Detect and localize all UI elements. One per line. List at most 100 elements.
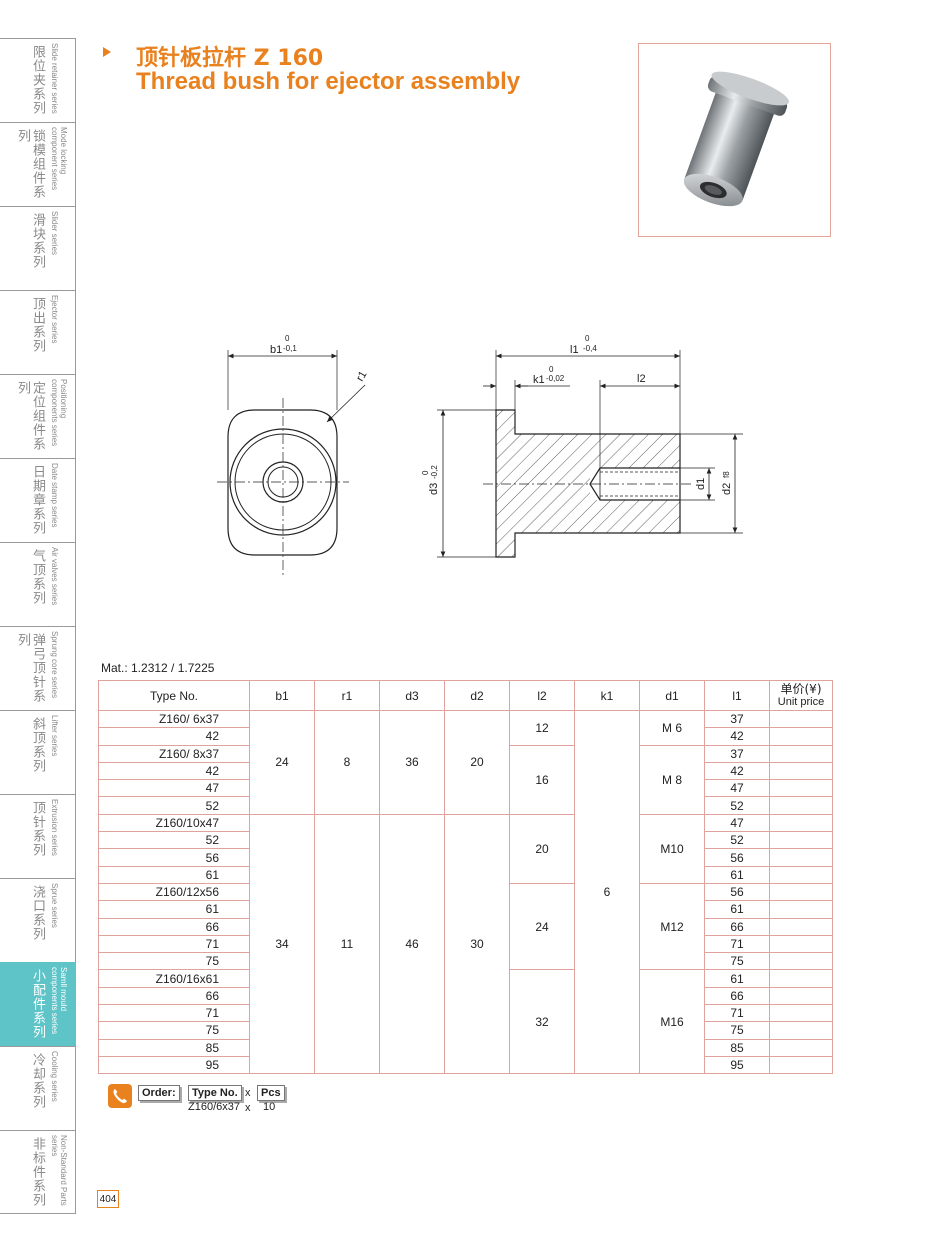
dim-b1-tol-bot: -0,1 <box>283 344 297 353</box>
cell-unit-price <box>769 882 833 902</box>
sidebar-item-label-en: Date stamp series <box>50 463 59 528</box>
cell-b1: 34 <box>249 813 315 1075</box>
cell-d3: 36 <box>379 710 445 815</box>
sidebar-item[interactable]: 浇口系列 Sprue series <box>0 878 76 962</box>
sidebar-item-label-cn: 滑块系列 <box>30 213 45 269</box>
phone-order-icon <box>108 1084 132 1108</box>
cell-l2: 20 <box>509 813 575 884</box>
cell-type: 75 <box>98 952 250 971</box>
cell-l2: 12 <box>509 710 575 746</box>
cell-l2: 32 <box>509 969 575 1075</box>
order-pcs-label: Pcs <box>257 1085 285 1101</box>
cell-d1: M 6 <box>639 710 705 746</box>
order-example-pcs: 10 <box>263 1101 276 1113</box>
sidebar-item-label-cn: 浇口系列 <box>30 885 45 941</box>
sidebar-item-label-en: Sprung core series <box>50 631 59 699</box>
cell-l1: 71 <box>704 1004 770 1023</box>
sidebar-item-label-cn: 冷却系列 <box>30 1053 45 1109</box>
cell-l1: 52 <box>704 831 770 850</box>
cell-type: Z160/ 8x37 <box>98 744 250 763</box>
cell-unit-price <box>769 1021 833 1040</box>
cell-unit-price <box>769 900 833 919</box>
thread-bush-image <box>683 71 789 207</box>
sidebar-item-label-cn: 非标件系列 <box>30 1137 45 1207</box>
sidebar-item-label-en: Sprue series <box>50 883 59 928</box>
cell-k1: 6 <box>574 709 640 1075</box>
cell-unit-price <box>769 1055 833 1075</box>
cell-type: 42 <box>98 761 250 781</box>
cell-l1: 56 <box>704 848 770 867</box>
material-label: Mat.: 1.2312 / 1.7225 <box>101 661 215 675</box>
cell-l1: 52 <box>704 796 770 815</box>
sidebar-item-label-en: Slider series <box>50 211 59 256</box>
cell-l1: 47 <box>704 813 770 833</box>
sidebar-item[interactable]: 非标件系列 Non-Standard Parts series <box>0 1130 76 1214</box>
dim-d3-tol-bot: -0,2 <box>430 465 439 479</box>
dim-b1: b1 <box>270 344 282 356</box>
cell-d2: 30 <box>444 813 510 1075</box>
sidebar-item-label-en: Mode locking component series <box>50 127 68 191</box>
cell-type: 66 <box>98 986 250 1006</box>
sidebar-item-label-cn: 顶针系列 <box>30 801 45 857</box>
header-d1: d1 <box>639 680 705 711</box>
cell-unit-price <box>769 934 833 954</box>
cell-r1: 8 <box>314 710 380 815</box>
cell-l1: 95 <box>704 1055 770 1075</box>
cell-type: Z160/ 6x37 <box>98 709 250 729</box>
header-price-en: Unit price <box>777 696 825 708</box>
cell-l1: 66 <box>704 917 770 936</box>
sidebar-item-label-en: Air valves series <box>50 547 59 606</box>
cell-unit-price <box>769 917 833 936</box>
cell-l1: 61 <box>704 969 770 988</box>
cell-b1: 24 <box>249 710 315 815</box>
cell-type: 75 <box>98 1021 250 1040</box>
sidebar-item-label-en: Non-Standard Parts series <box>50 1135 68 1206</box>
dim-d3-tol-top: 0 <box>421 470 430 475</box>
sidebar-item-label-en: Positioning components series <box>50 379 68 447</box>
sidebar-item-label-cn: 弹弓顶针系列 <box>15 633 45 703</box>
cell-l1: 66 <box>704 986 770 1006</box>
cell-type: 47 <box>98 779 250 798</box>
cell-d3: 46 <box>379 813 445 1075</box>
cell-unit-price <box>769 727 833 746</box>
cell-l1: 42 <box>704 761 770 781</box>
cell-unit-price <box>769 779 833 798</box>
sidebar-item[interactable]: 弹弓顶针系列 Sprung core series <box>0 626 76 710</box>
order-label: Order: <box>138 1085 180 1101</box>
dim-l1: l1 <box>570 344 579 356</box>
cell-unit-price <box>769 1038 833 1057</box>
table-header-row: Type No. b1 r1 d3 d2 l2 k1 d1 l1 单价(¥) U… <box>98 680 833 711</box>
table-row: 42 42 <box>98 761 833 781</box>
cell-unit-price <box>769 969 833 988</box>
cell-l1: 61 <box>704 865 770 884</box>
header-k1: k1 <box>574 680 640 711</box>
cell-type: 71 <box>98 1004 250 1023</box>
sidebar-item[interactable]: 滑块系列 Slider series <box>0 206 76 290</box>
dim-d2-fit: f8 <box>722 471 731 478</box>
header-d3: d3 <box>379 680 445 711</box>
cell-l1: 37 <box>704 744 770 763</box>
cell-unit-price <box>769 744 833 763</box>
technical-drawing: b1 0 -0,1 r1 l1 0 -0,4 k1 0 -0,02 l2 d3 … <box>217 334 743 577</box>
dim-l1-tol-top: 0 <box>585 334 590 343</box>
dim-k1-tol-bot: -0,02 <box>546 374 565 383</box>
header-r1: r1 <box>314 680 380 711</box>
dim-k1-tol-top: 0 <box>549 365 554 374</box>
dim-d1: d1 <box>695 478 707 490</box>
order-example-type: Z160/6x37 <box>188 1101 240 1113</box>
